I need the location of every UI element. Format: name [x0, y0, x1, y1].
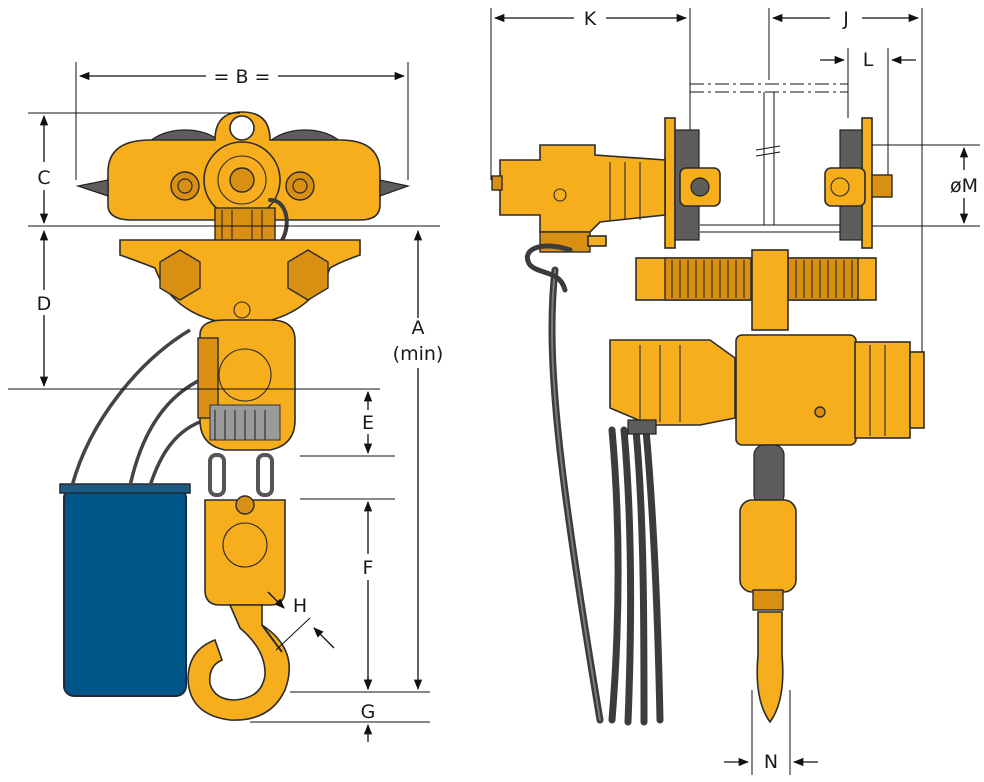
dim-label-j: J: [842, 8, 849, 30]
hand-chain: [70, 328, 191, 487]
trolley-side-plate-left: [664, 117, 676, 249]
beam-section: [689, 83, 849, 93]
dim-label-m: øM: [950, 175, 978, 197]
dim-label-k: K: [584, 8, 597, 30]
dim-label-n: N: [764, 751, 778, 773]
side-view-dimensions: K J L øM N: [490, 8, 980, 775]
dim-label-a-sub: (min): [393, 343, 444, 365]
bumper-right: [379, 179, 411, 197]
chain-bucket: [63, 487, 187, 697]
front-view-hoist: [59, 111, 411, 721]
air-hose-left: [548, 266, 604, 724]
dim-label-a: A: [412, 317, 425, 339]
hook-block: [204, 499, 286, 606]
dim-label-h: H: [293, 595, 307, 617]
dim-label-b: = B =: [214, 66, 271, 88]
side-view-hoist: [491, 83, 925, 726]
trolley-motor: [499, 144, 666, 233]
chain-bucket-rim: [59, 483, 191, 494]
bumper-left: [75, 179, 109, 197]
dim-label-d: D: [37, 293, 52, 315]
dim-label-e: E: [362, 412, 374, 434]
dim-label-f: F: [363, 557, 374, 579]
hoist-motor: [609, 339, 736, 426]
dim-label-l: L: [863, 49, 874, 71]
side-hook: [756, 611, 784, 724]
air-hose-bundle: [608, 426, 622, 724]
dim-label-g: G: [361, 701, 376, 723]
front-view-dimensions: = B = C D A (min) E F G: [8, 62, 443, 742]
dim-label-c: C: [37, 167, 50, 189]
load-hook: [187, 604, 291, 721]
